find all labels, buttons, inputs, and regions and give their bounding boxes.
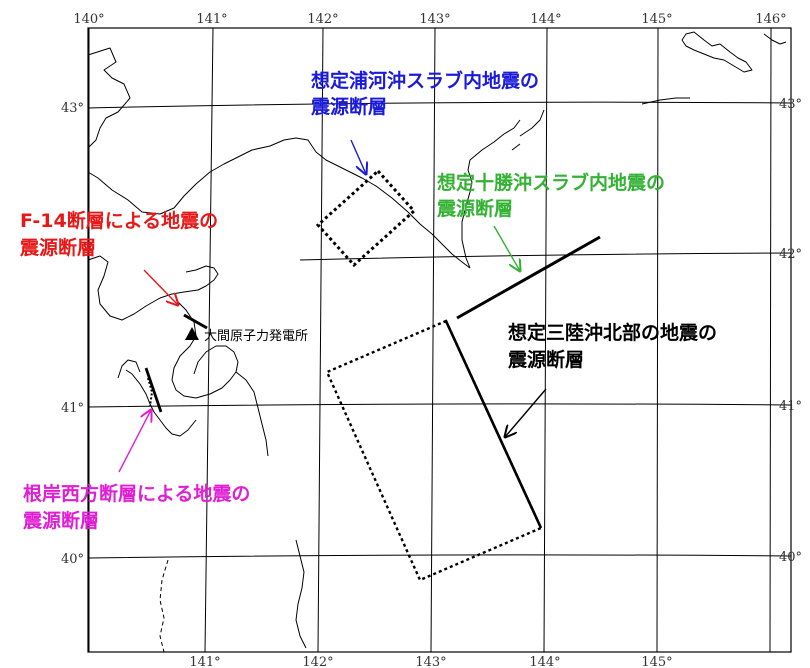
- graticule-meridians: [88, 27, 772, 653]
- negishi-label-line2: 震源断層: [23, 509, 99, 532]
- lat-tick-left: 41°: [61, 401, 84, 416]
- negishi-fault-dotted: [147, 377, 154, 407]
- lon-tick-top: 145°: [641, 12, 672, 27]
- tokachi-label-line1: 想定十勝沖スラブ内地震の: [437, 171, 665, 194]
- lon-tick-top: 141°: [196, 12, 227, 27]
- negishi-leader-arrow: [118, 410, 151, 473]
- latitude-ticks-left: 43° 41° 40°: [61, 101, 84, 567]
- annotation-sanriku: 想定三陸沖北部の地震の 震源断層: [508, 321, 717, 371]
- lon-tick-top: 143°: [419, 12, 450, 27]
- lon-tick-bottom: 141°: [189, 655, 220, 668]
- lon-tick-bottom: 145°: [641, 655, 672, 668]
- f14-label-line1: F-14断層による地震の: [20, 209, 218, 232]
- lat-tick-right: 41°: [779, 399, 802, 414]
- urakawa-fault-area: [315, 168, 417, 268]
- negishi-fault-line: [144, 367, 163, 413]
- lat-tick-left: 43°: [61, 101, 84, 116]
- lon-tick-top: 144°: [530, 12, 561, 27]
- annotation-urakawa: 想定浦河沖スラブ内地震の 震源断層: [311, 69, 539, 118]
- negishi-label-line1: 根岸西方断層による地震の: [23, 482, 250, 505]
- tokachi-leader-arrow: [493, 225, 520, 271]
- sanriku-fault-top-edge: [444, 320, 543, 529]
- lon-tick-top: 146°: [755, 12, 786, 27]
- power-plant-label: 大間原子力発電所: [204, 329, 308, 344]
- lon-tick-top: 142°: [307, 12, 338, 27]
- lat-tick-left: 40°: [61, 552, 84, 567]
- lon-tick-bottom: 144°: [529, 655, 560, 668]
- urakawa-label-line1: 想定浦河沖スラブ内地震の: [311, 69, 539, 92]
- sanriku-leader-arrow: [505, 388, 547, 437]
- sanriku-label-line1: 想定三陸沖北部の地震の: [508, 321, 717, 344]
- lon-tick-bottom: 142°: [302, 655, 333, 668]
- map-frame: [87, 27, 792, 653]
- lat-tick-right: 42°: [779, 247, 802, 262]
- lat-tick-right: 43°: [779, 97, 802, 112]
- lat-tick-right: 40°: [779, 550, 802, 565]
- annotation-negishi: 根岸西方断層による地震の 震源断層: [23, 482, 250, 532]
- lon-tick-top: 140°: [73, 12, 104, 27]
- longitude-ticks-bottom: 141° 142° 143° 144° 145°: [189, 655, 672, 668]
- urakawa-leader-arrow: [350, 139, 366, 174]
- f14-fault-line: [183, 313, 208, 330]
- f14-label-line2: 震源断層: [20, 236, 96, 259]
- tokachi-fault-line: [456, 235, 601, 320]
- power-plant-marker: [185, 327, 199, 340]
- lon-tick-bottom: 143°: [415, 655, 446, 668]
- latitude-ticks-right: 43° 42° 41° 40°: [779, 97, 802, 565]
- sanriku-label-line2: 震源断層: [508, 348, 584, 371]
- longitude-ticks-top: 140° 141° 142° 143° 144° 145° 146°: [73, 12, 786, 27]
- annotation-tokachi: 想定十勝沖スラブ内地震の 震源断層: [437, 171, 665, 220]
- f14-leader-arrow: [143, 269, 178, 305]
- prefecture-boundary: [159, 559, 169, 653]
- urakawa-label-line2: 震源断層: [311, 95, 387, 118]
- annotation-f14: F-14断層による地震の 震源断層: [20, 209, 218, 259]
- graticule-parallels: [87, 101, 792, 559]
- coastlines: [87, 31, 787, 649]
- tokachi-label-line2: 震源断層: [437, 197, 513, 220]
